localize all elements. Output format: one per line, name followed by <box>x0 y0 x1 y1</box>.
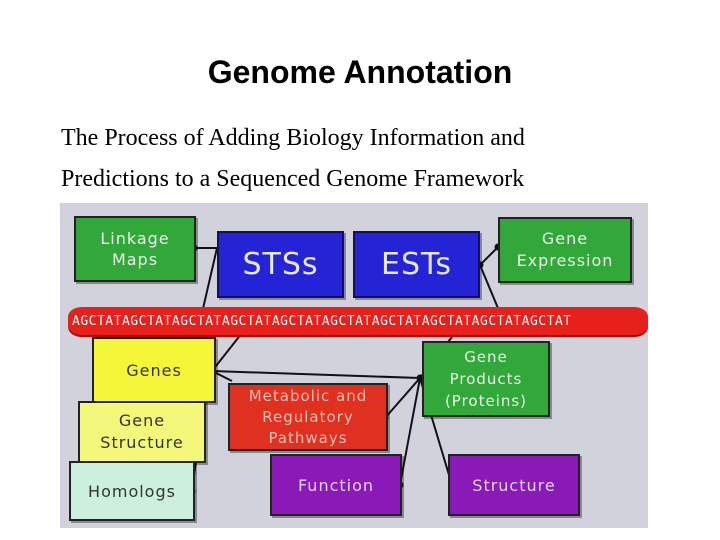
label-genes: Genes <box>126 360 182 380</box>
slide-subtitle: The Process of Adding Biology Informatio… <box>61 118 681 200</box>
label-gene-products: Gene Products (Proteins) <box>444 348 528 410</box>
label-homologs: Homologs <box>88 481 176 501</box>
link-stss-dna <box>201 247 218 314</box>
slide-title: Genome Annotation <box>207 54 513 90</box>
link-products-function <box>399 377 421 486</box>
subtitle-line-1: The Process of Adding Biology Informatio… <box>61 125 525 151</box>
box-stss: STSs <box>217 231 344 298</box>
dna-strand: AGCTATAGCTATAGCTATAGCTATAGCTATAGCTATAGCT… <box>68 307 648 335</box>
label-gene-structure: Gene Structure <box>100 411 184 452</box>
label-metabolic-pathways: Metabolic and Regulatory Pathways <box>248 386 368 447</box>
link-products-pathways <box>384 377 421 419</box>
label-function: Function <box>297 475 375 495</box>
link-genes-products <box>211 370 421 379</box>
box-gene-structure: Gene Structure <box>78 401 206 463</box>
box-metabolic-pathways: Metabolic and Regulatory Pathways <box>228 383 388 451</box>
box-genes: Genes <box>92 337 216 403</box>
subtitle-line-2: Predictions to a Sequenced Genome Framew… <box>61 166 525 192</box>
box-linkage-maps: Linkage Maps <box>74 216 196 282</box>
box-ests: ESTs <box>353 231 480 298</box>
label-structure: Structure <box>472 475 556 495</box>
box-gene-expression: Gene Expression <box>498 217 632 283</box>
label-stss: STSs <box>242 247 319 282</box>
box-homologs: Homologs <box>69 461 195 521</box>
link-ests-expression <box>479 246 499 266</box>
label-linkage-maps: Linkage Maps <box>100 229 170 269</box>
link-ests-dna <box>479 264 501 314</box>
dna-sequence: AGCTATAGCTATAGCTATAGCTATAGCTATAGCTATAGCT… <box>72 313 572 329</box>
label-ests: ESTs <box>381 247 452 282</box>
box-gene-products: Gene Products (Proteins) <box>422 341 550 417</box>
label-gene-expression: Gene Expression <box>516 229 614 270</box>
box-function: Function <box>270 454 402 516</box>
box-structure: Structure <box>448 454 580 516</box>
genome-annotation-diagram: AGCTATAGCTATAGCTATAGCTATAGCTATAGCTATAGCT… <box>60 203 648 528</box>
link-genes-dna <box>211 332 243 372</box>
